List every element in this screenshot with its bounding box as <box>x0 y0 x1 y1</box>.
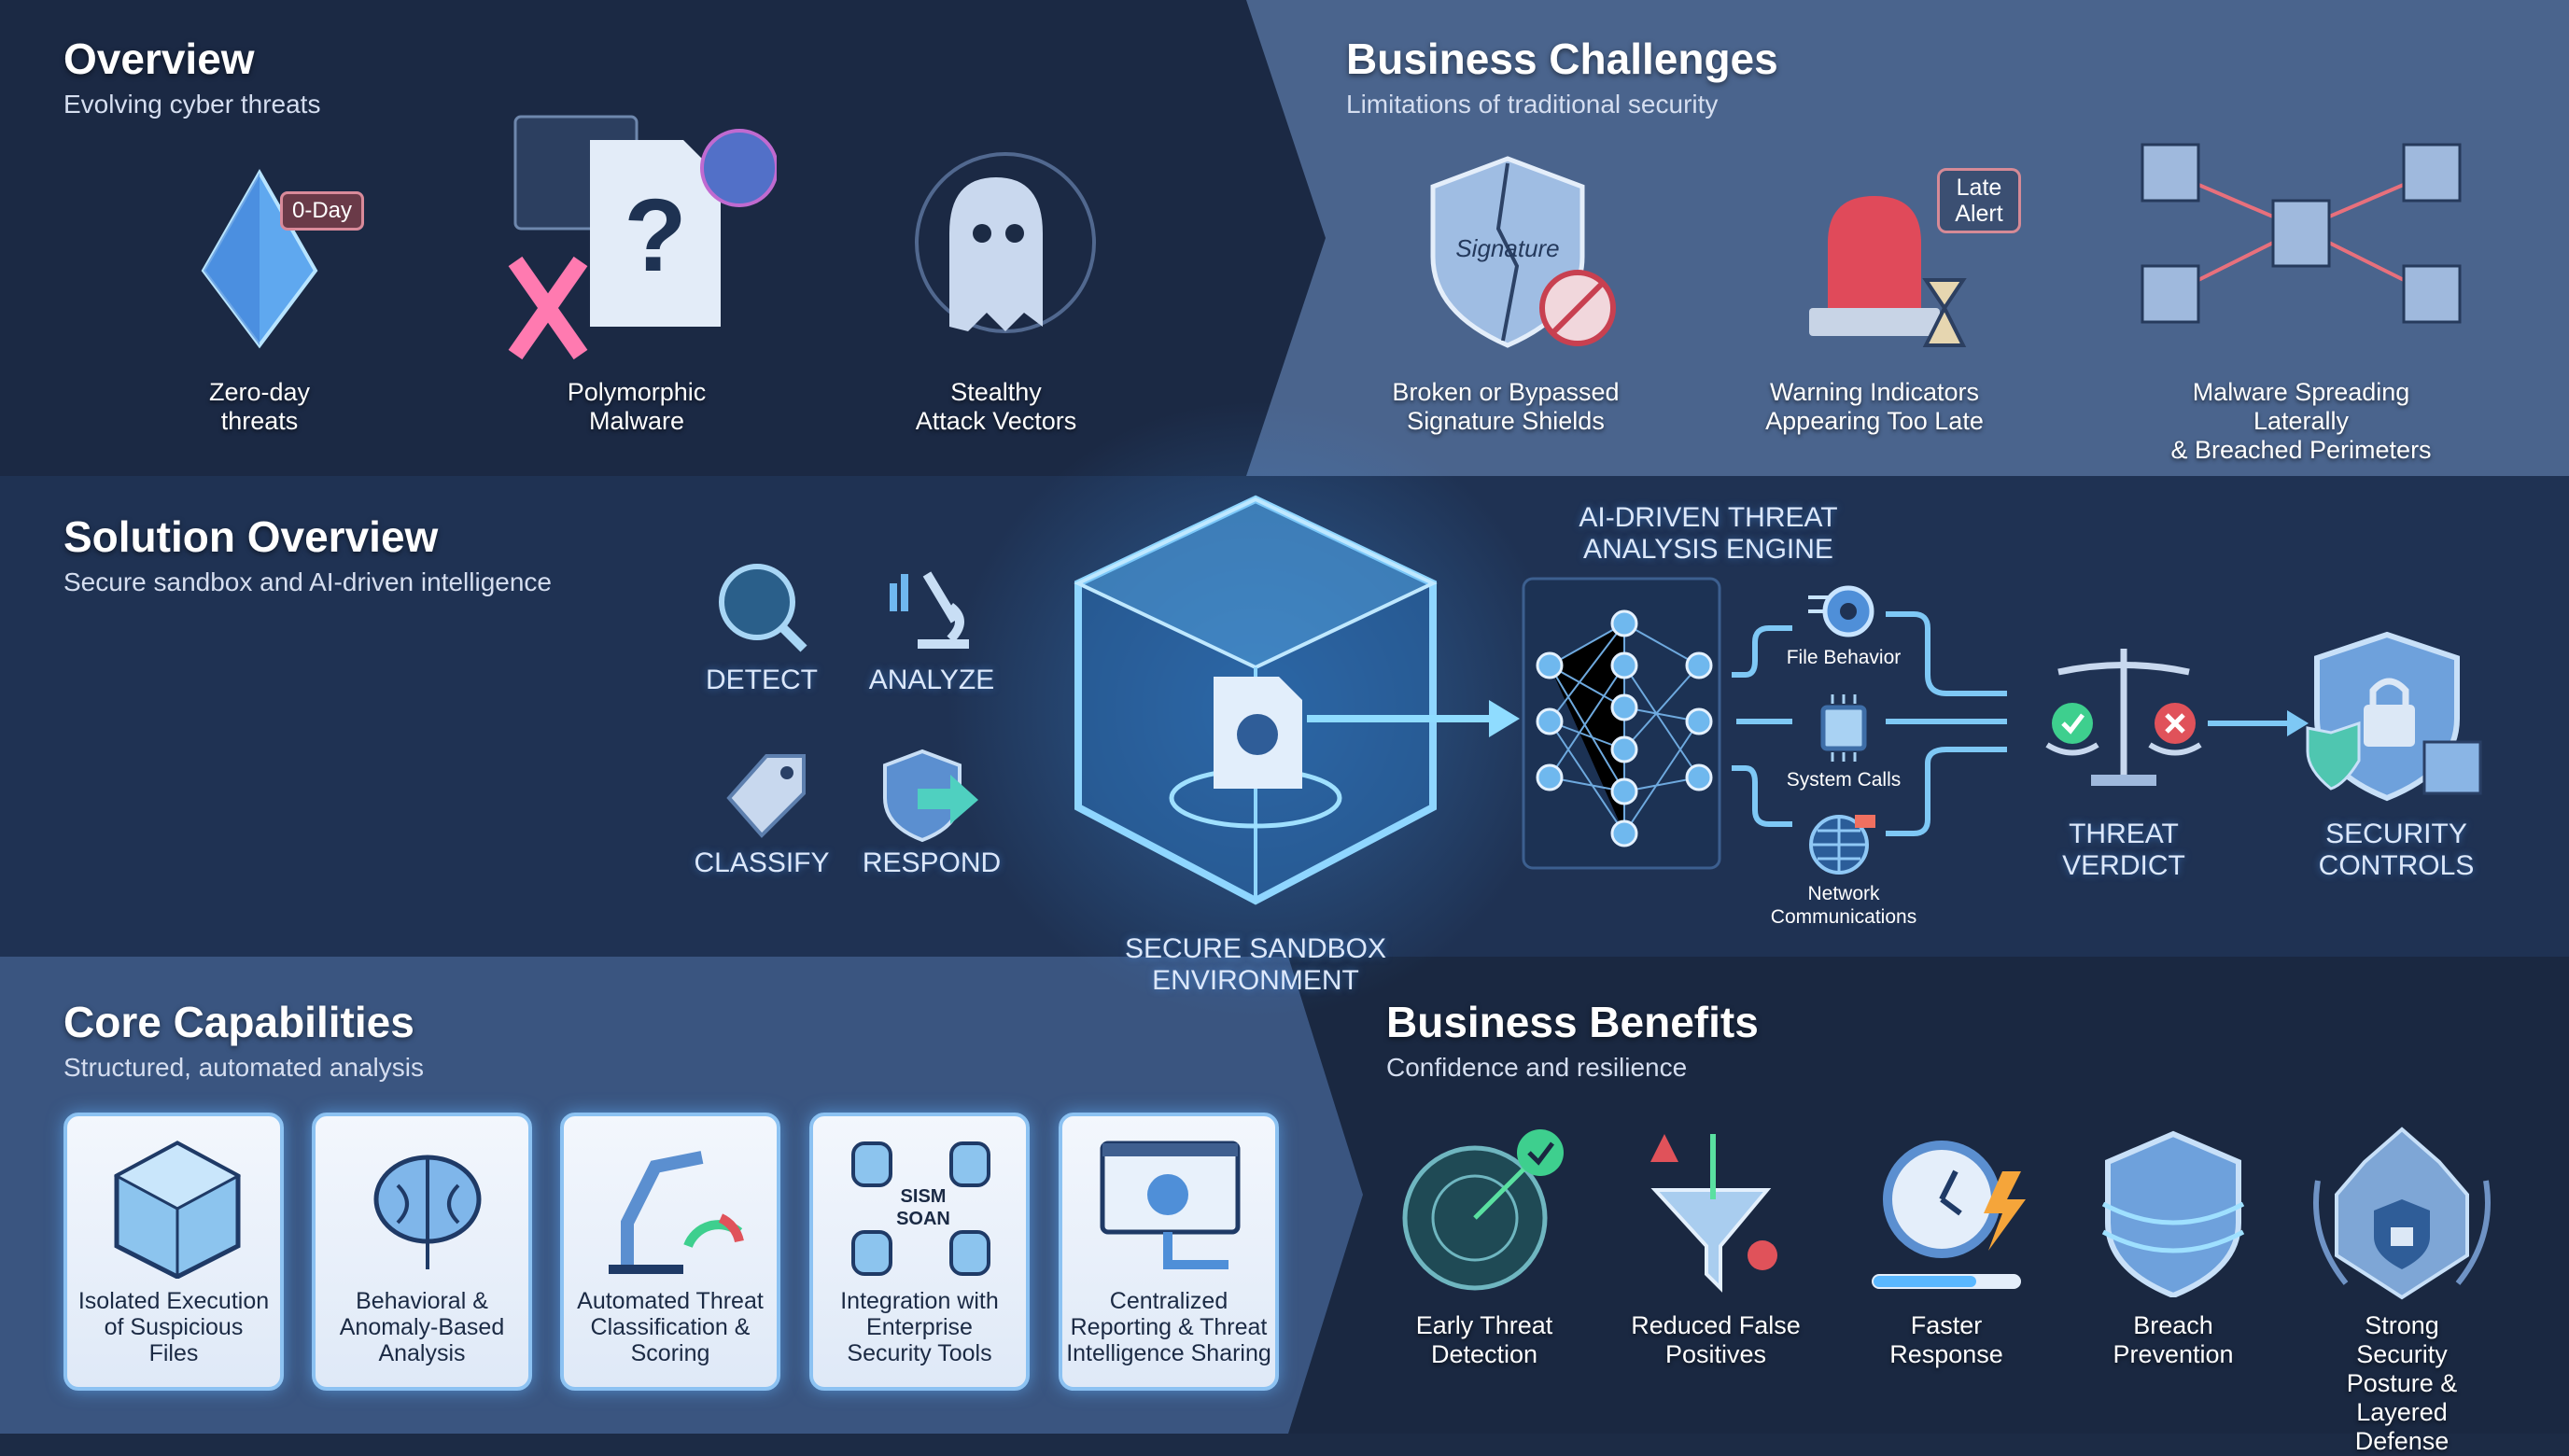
capability-card-isolated-execution: Isolated Execution of Suspicious Files <box>63 1113 284 1391</box>
network-breach-icon <box>2141 143 2462 324</box>
challenge-item-shields: Broken or Bypassed Signature Shields <box>1392 378 1620 435</box>
step-respond: RESPOND <box>862 847 1002 878</box>
robot-arm-gauge-icon <box>609 1151 744 1274</box>
brain-icon <box>373 1155 482 1269</box>
capability-card-behavioral-analysis: Behavioral & Anomaly-Based Analysis <box>312 1113 532 1391</box>
step-classify: CLASSIFY <box>694 847 830 878</box>
threat-verdict-scale-icon <box>2045 649 2202 786</box>
benefit-reduced-false-positives: Reduced False Positives <box>1631 1311 1801 1368</box>
threat-verdict-label: THREAT VERDICT <box>2062 819 2185 881</box>
svg-text:SOAN: SOAN <box>896 1209 950 1229</box>
capability-card-automated-classification: Automated Threat Classification & Scorin… <box>560 1113 780 1391</box>
challenge-item-late-warning: Warning Indicators Appearing Too Late <box>1765 378 1984 435</box>
overview-item-stealthy: Stealthy Attack Vectors <box>915 378 1077 435</box>
signal-system-calls: System Calls <box>1786 769 1902 791</box>
challenge-item-lateral-spread: Malware Spreading Laterally & Breached P… <box>2170 378 2432 464</box>
solution-title: Solution Overview <box>63 512 439 561</box>
ghost-icon <box>915 152 1096 333</box>
benefit-early-detection: Early Threat Detection <box>1415 1311 1553 1368</box>
capability-label: Behavioral & Anomaly-Based Analysis <box>339 1288 505 1366</box>
challenges-subtitle: Limitations of traditional security <box>1346 90 1719 119</box>
svg-text:Signature: Signature <box>1455 234 1559 262</box>
funnel-filter-icon <box>1650 1134 1777 1293</box>
crystal-icon <box>201 168 318 349</box>
capability-label: Automated Threat Classification & Scorin… <box>577 1288 764 1366</box>
cube-icon <box>113 1141 242 1279</box>
capability-label: Isolated Execution of Suspicious Files <box>77 1288 270 1366</box>
detect-radar-icon <box>719 564 807 652</box>
benefits-title: Business Benefits <box>1386 998 1759 1046</box>
file-behavior-gear-icon <box>1808 585 1874 637</box>
challenges-title: Business Challenges <box>1346 35 1778 83</box>
dashboard-report-icon <box>1100 1141 1241 1269</box>
capability-card-reporting: Centralized Reporting & Threat Intellige… <box>1059 1113 1279 1391</box>
broken-shield-icon: Signature <box>1430 156 1616 348</box>
system-calls-chip-icon <box>1820 694 1867 762</box>
sandbox-label: SECURE SANDBOX ENVIRONMENT <box>1124 933 1387 996</box>
breach-shield-icon <box>2101 1130 2245 1297</box>
radar-check-icon <box>1402 1129 1564 1291</box>
clock-fast-icon <box>1872 1141 2026 1289</box>
step-analyze: ANALYZE <box>868 665 995 695</box>
core-title: Core Capabilities <box>63 998 414 1046</box>
benefit-breach-prevention: Breach Prevention <box>2113 1311 2234 1368</box>
engine-title: AI-DRIVEN THREAT ANALYSIS ENGINE <box>1579 502 1838 565</box>
analyze-microscope-icon <box>890 571 969 649</box>
late-alert-badge: Late Alert <box>1937 168 2021 233</box>
benefit-layered-defense: Strong Security Posture & Layered Defens… <box>2346 1311 2458 1455</box>
solution-subtitle: Secure sandbox and AI-driven intelligenc… <box>63 567 553 596</box>
benefit-faster-response: Faster Response <box>1889 1311 2003 1368</box>
security-controls-lock-icon <box>2306 631 2482 802</box>
benefits-subtitle: Confidence and resilience <box>1386 1053 1688 1082</box>
svg-text:?: ? <box>624 178 686 293</box>
step-detect: DETECT <box>706 665 818 695</box>
overview-title: Overview <box>63 35 255 83</box>
network-globe-icon <box>1809 815 1875 875</box>
signal-file-behavior: File Behavior <box>1786 647 1902 668</box>
zero-day-badge: 0-Day <box>280 191 365 231</box>
overview-item-zero-day: Zero-day threats <box>208 378 311 435</box>
layered-defense-emblem-icon <box>2313 1127 2491 1300</box>
overview-item-polymorphic: Polymorphic Malware <box>567 378 707 435</box>
svg-text:SISM: SISM <box>901 1186 947 1207</box>
siren-alarm-icon <box>1809 196 1967 347</box>
neural-network-icon <box>1522 577 2007 870</box>
polymorphic-file-icon: ? <box>508 115 777 360</box>
sandbox-to-engine-arrow <box>1307 700 1520 737</box>
classify-tag-icon <box>726 754 806 838</box>
respond-shield-icon <box>883 749 978 843</box>
capability-label: Integration with Enterprise Security Too… <box>840 1288 999 1366</box>
signal-network-communications: Network Communications <box>1770 883 1917 928</box>
overview-subtitle: Evolving cyber threats <box>63 90 321 119</box>
verdict-to-controls-arrow <box>2208 710 2309 736</box>
sandbox-cube-icon <box>1074 495 1438 905</box>
capability-label: Centralized Reporting & Threat Intellige… <box>1066 1288 1271 1366</box>
core-subtitle: Structured, automated analysis <box>63 1053 424 1082</box>
security-controls-label: SECURITY CONTROLS <box>2318 819 2475 881</box>
